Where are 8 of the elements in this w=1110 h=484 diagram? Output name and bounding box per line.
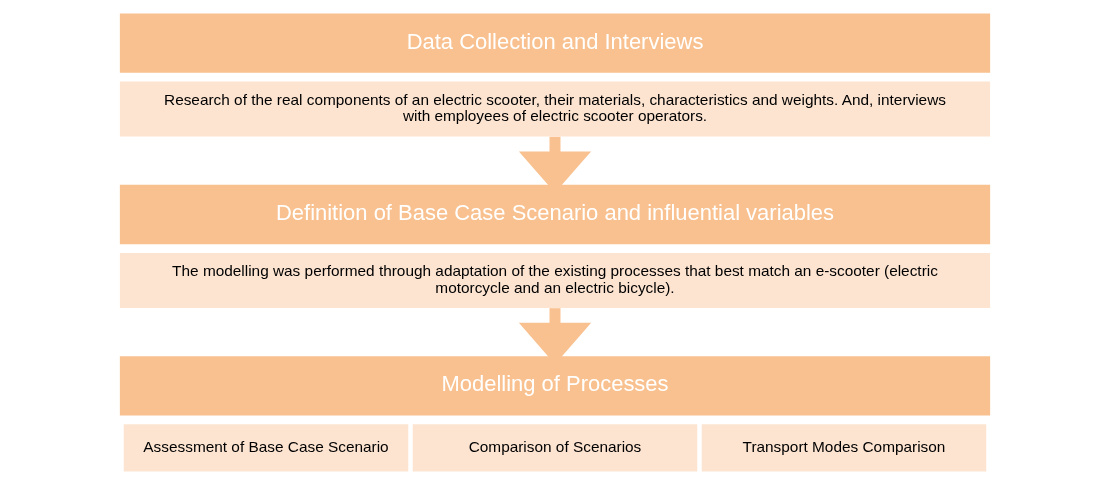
node-box: Transport Modes Comparison xyxy=(701,423,987,472)
node-box: Modelling of Processes xyxy=(119,355,991,416)
node-box: Definition of Base Case Scenario and influential variables xyxy=(119,184,991,244)
node-box: Comparison of Scenarios xyxy=(412,423,698,472)
node-box: The modelling was performed through adaptation of the existing processes that best match an e-scooter (electric motorcycle and an electric bicycle). xyxy=(119,252,991,308)
node-box: Assessment of Base Case Scenario xyxy=(123,423,409,472)
node-box: Research of the real components of an electric scooter, their materials, characteristics and weights. And, interviews with employees of electric scooter operators. xyxy=(119,81,991,136)
node-box: Data Collection and Interviews xyxy=(119,12,991,73)
